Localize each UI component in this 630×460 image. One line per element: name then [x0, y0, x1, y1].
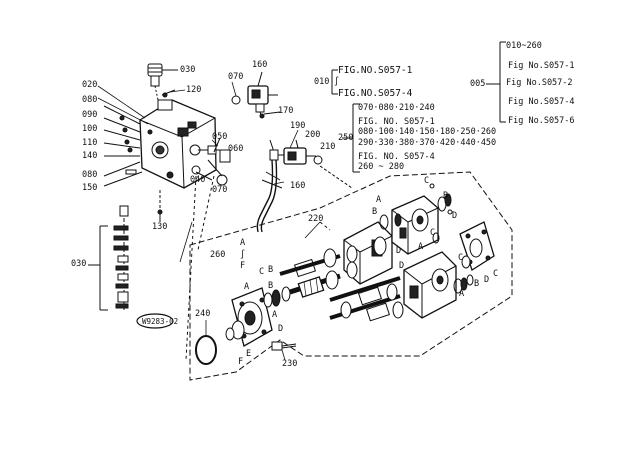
callout-240: 240 — [195, 309, 211, 319]
note-005-line2: Fig No.S057-1 — [508, 61, 575, 71]
part-letter-D5: D — [399, 261, 405, 271]
callout-150: 150 — [82, 183, 98, 193]
plug-030 — [147, 63, 178, 101]
part-letter-C2: C — [430, 228, 436, 238]
part-letter-B4: B — [268, 265, 274, 275]
bolt-230 — [271, 341, 297, 351]
left-seal-stack — [103, 105, 143, 187]
callout-010: 010 — [314, 77, 330, 87]
callout-170: 170 — [278, 106, 294, 116]
callout-060: 060 — [228, 144, 244, 154]
cover-plate-right — [459, 221, 495, 271]
part-letter-A5: A — [272, 310, 278, 320]
spool-030 — [88, 205, 129, 311]
seal-set-upper — [379, 183, 453, 244]
gear-shaft-rear — [329, 276, 404, 322]
pin-120 — [161, 89, 176, 98]
callout-080-upper: 080 — [82, 95, 98, 105]
seal-set-left — [263, 286, 291, 308]
gear-shaft-front — [279, 248, 341, 298]
part-letter-F1: F — [238, 357, 244, 367]
letters-260-f: F — [240, 261, 246, 271]
seal-set-lower — [453, 274, 474, 294]
callout-100: 100 — [82, 124, 98, 134]
part-letter-C3: C — [493, 269, 499, 279]
note-005-line5: Fig No.S057-6 — [508, 116, 575, 126]
part-letter-B5: B — [268, 281, 274, 291]
callout-080-lower: 080 — [82, 170, 98, 180]
letters-260-tilde: ∫ — [240, 250, 246, 260]
callout-200: 200 — [305, 130, 321, 140]
callout-leaders — [97, 81, 321, 361]
callout-130: 130 — [152, 222, 168, 232]
pump-housing-lower — [403, 251, 457, 319]
pump-housing-middle — [343, 221, 393, 285]
callout-120: 120 — [186, 85, 202, 95]
part-letter-C5: C — [259, 267, 265, 277]
callout-220: 220 — [308, 214, 324, 224]
diagram-code-oval — [136, 313, 174, 329]
callout-260: 260 — [210, 250, 226, 260]
callout-040: 040 — [190, 175, 206, 185]
callout-005: 005 — [470, 79, 486, 89]
note-005-line1: 010~260 — [506, 41, 542, 51]
part-letter-A4: A — [244, 282, 250, 292]
callout-210: 210 — [320, 142, 336, 152]
note-250-line1: 070·080·210·240 — [358, 103, 435, 113]
pump-housing-upper — [391, 195, 439, 255]
callout-140: 140 — [82, 151, 98, 161]
part-letter-A2: A — [418, 242, 424, 252]
note-005-line3: Fig No.S057-2 — [506, 78, 573, 88]
callout-160-top: 160 — [252, 60, 268, 70]
callout-110: 110 — [82, 138, 98, 148]
callout-160-lower: 160 — [290, 181, 306, 191]
note-250-line2: FIG. NO. S057-1 — [358, 117, 435, 127]
part-letter-E1: E — [246, 349, 252, 359]
callout-050: 050 — [212, 132, 228, 142]
callout-030-top: 030 — [180, 65, 196, 75]
part-letter-B3: B — [474, 279, 480, 289]
part-letter-D4: D — [278, 324, 284, 334]
valve-block — [139, 99, 217, 189]
brace-lines — [331, 41, 506, 173]
part-letter-C1: C — [424, 176, 430, 186]
solenoid-160 — [231, 71, 281, 119]
part-letter-C4: C — [458, 253, 464, 263]
callout-090: 090 — [82, 110, 98, 120]
note-010-fig2: FIG.NO.S057-4 — [338, 88, 413, 99]
part-letter-B1: B — [372, 207, 378, 217]
letters-260-a: A — [240, 238, 246, 248]
part-letter-D1: D — [452, 211, 458, 221]
callout-230: 230 — [282, 359, 298, 369]
pipe-180 — [256, 139, 323, 233]
callout-070-lower: 070 — [212, 185, 228, 195]
callout-250: 250 — [338, 133, 354, 143]
note-250-line6: 260 ~ 280 — [358, 162, 405, 172]
leader-lines — [185, 175, 331, 361]
o-ring-240 — [195, 335, 217, 365]
callout-190: 190 — [290, 121, 306, 131]
note-250-line3: 080·100·140·150·180·250·260 — [358, 127, 497, 137]
rod-130 — [157, 190, 163, 222]
leader-250 — [319, 165, 353, 189]
assembly-boundary — [189, 171, 513, 381]
callout-070-top: 070 — [228, 72, 244, 82]
part-letter-D3: D — [484, 275, 490, 285]
note-250-line5: FIG. NO. S057-4 — [358, 152, 435, 162]
callout-030-left: 030 — [71, 259, 87, 269]
diagram-code: W9283-02 — [142, 317, 179, 326]
part-letter-D2: D — [396, 246, 402, 256]
note-010-fig1: FIG.NO.S057-1 — [338, 65, 413, 76]
part-letter-A1: A — [376, 195, 382, 205]
part-letter-A3: A — [459, 289, 465, 299]
cover-plate-left — [225, 287, 273, 347]
callout-020: 020 — [82, 80, 98, 90]
note-005-line4: Fig No.S057-4 — [508, 97, 575, 107]
note-010-tilde: ∫ — [334, 77, 340, 87]
part-letter-B2: B — [443, 191, 449, 201]
note-250-line4: 290·330·380·370·420·440·450 — [358, 138, 497, 148]
